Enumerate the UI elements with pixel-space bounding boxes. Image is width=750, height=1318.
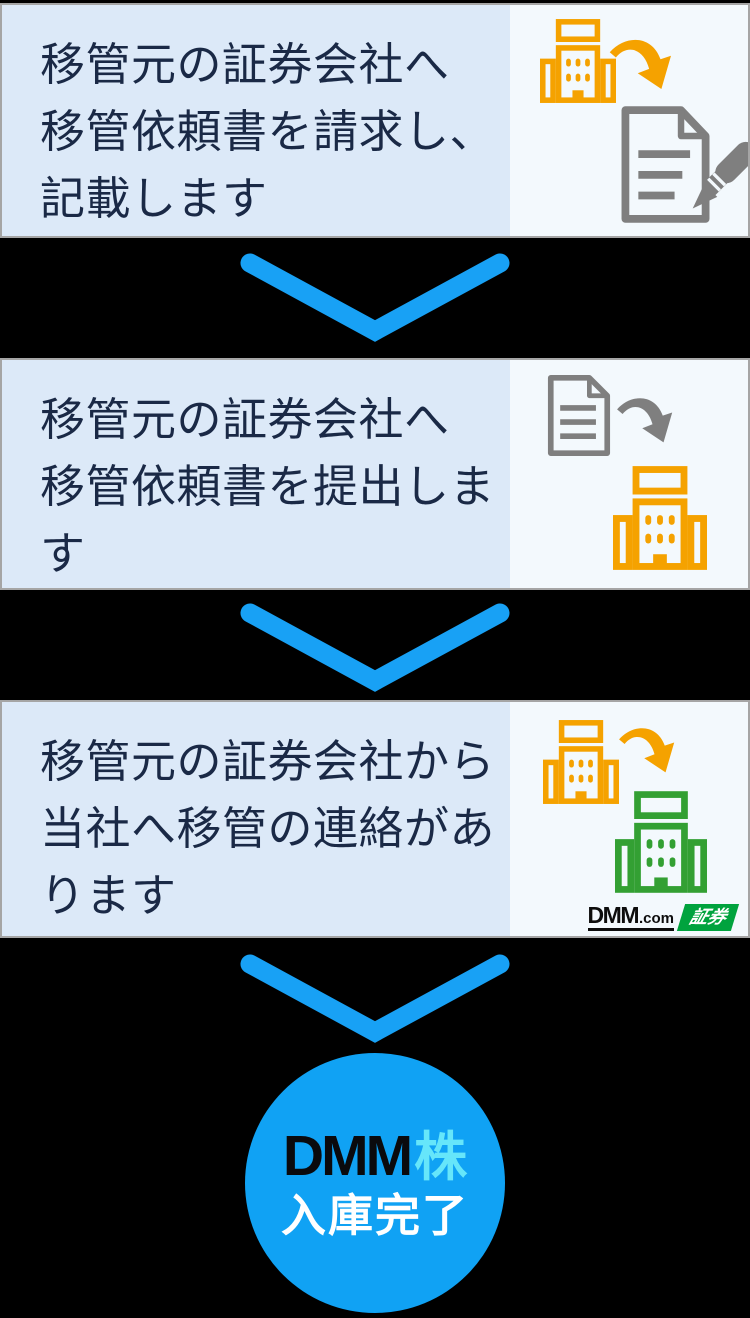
step-text-line: ります [40, 870, 177, 921]
step-2-card: 移管元の証券会社へ 移管依頼書を提出しま す [0, 358, 750, 590]
step-1-icon-panel [510, 5, 748, 236]
step-text-line: 当社へ移管の連絡があ [40, 803, 496, 854]
step-1-card: 移管元の証券会社へ 移管依頼書を請求し、 記載します [0, 3, 750, 238]
step-3-icon-panel: DMM.com 証券 [510, 702, 748, 936]
source-broker-building-icon [543, 22, 613, 101]
dmm-com-wordmark: DMM.com [587, 904, 674, 931]
kabu-mark: 株 [414, 1128, 468, 1187]
completion-badge: DMM 株 入庫完了 [245, 1053, 505, 1313]
step-2-icon-panel [510, 360, 748, 588]
step-text-line: 移管依頼書を提出しま [40, 461, 496, 512]
curved-down-arrow-icon [609, 39, 671, 89]
securities-badge: 証券 [676, 904, 740, 931]
step-2-illustration [510, 360, 748, 588]
flow-chevron-down-icon [240, 253, 510, 342]
step-3-card: 移管元の証券会社から 当社へ移管の連絡があ ります DMM.com 証券 [0, 700, 750, 938]
flow-chevron-down-icon [240, 603, 510, 692]
step-text-line: 移管元の証券会社へ [40, 394, 450, 445]
flow-chevron-down-icon [240, 954, 510, 1043]
step-text-line: 移管元の証券会社へ [40, 39, 450, 90]
step-text-line: 記載します [40, 173, 268, 224]
step-text-line: す [40, 528, 86, 579]
source-broker-building-icon [546, 723, 616, 802]
dmm-com-securities-logo: DMM.com 証券 [587, 904, 740, 931]
step-text-line: 移管元の証券会社から [40, 736, 496, 787]
curved-down-arrow-icon [617, 398, 673, 443]
step-1-description: 移管元の証券会社へ 移管依頼書を請求し、 記載します [2, 5, 510, 236]
transfer-request-form-icon [551, 378, 607, 453]
step-3-illustration [510, 702, 748, 930]
step-1-illustration [510, 5, 748, 233]
step-2-description: 移管元の証券会社へ 移管依頼書を提出しま す [2, 360, 510, 588]
dmm-kabu-wordmark: DMM 株 [282, 1124, 468, 1188]
dmm-securities-building-icon [618, 795, 703, 890]
transfer-request-form-with-pen-icon [625, 110, 745, 219]
completion-status: 入庫完了 [280, 1190, 469, 1241]
step-3-description: 移管元の証券会社から 当社へ移管の連絡があ ります [2, 702, 510, 936]
step-text-line: 移管依頼書を請求し、 [40, 106, 496, 157]
source-broker-building-icon [616, 470, 703, 567]
curved-down-arrow-icon [619, 728, 675, 773]
